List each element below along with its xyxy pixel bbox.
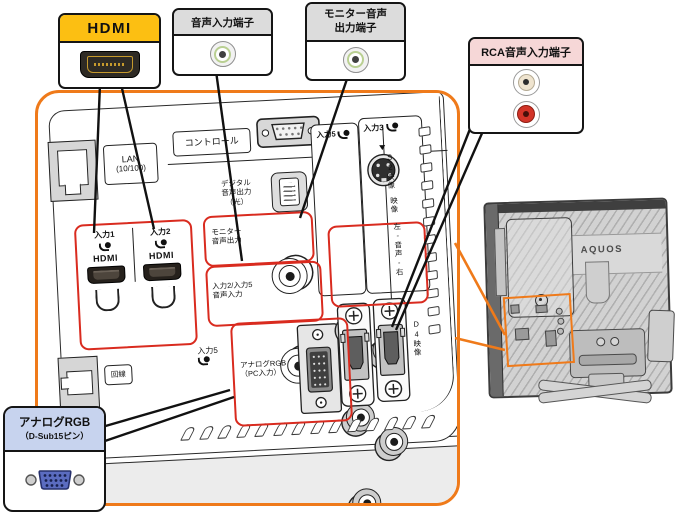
- minijack-icon: [209, 41, 236, 67]
- vga-connector-icon: [24, 470, 85, 490]
- vga-port-icon: [296, 323, 343, 415]
- callout-rca-audio-input: RCA音声入力端子: [468, 37, 584, 134]
- callout-analog-rgb: アナログRGB （D-Sub15ピン）: [3, 406, 106, 512]
- rca-callout-title: RCA音声入力端子: [470, 39, 582, 66]
- terminal-panel: LAN (10/100) コントロール デジタル 音声出力 （光）: [47, 93, 457, 503]
- rca-red-jack-icon: [512, 100, 540, 128]
- rear-panel-closeup: LAN (10/100) コントロール デジタル 音声出力 （光）: [35, 90, 460, 506]
- audio-input-callout-title: 音声入力端子: [174, 10, 271, 36]
- hdmi-callout-title: HDMI: [60, 15, 159, 43]
- hdmi-connector-icon: [79, 50, 140, 78]
- callout-monitor-audio-output: モニター音声 出力端子: [305, 2, 406, 81]
- minijack-icon: [342, 46, 369, 73]
- monitor-audio-callout-title: モニター音声 出力端子: [307, 4, 404, 42]
- d-terminal-port-icon: [372, 297, 411, 403]
- d-terminal-port-icon: [336, 302, 375, 407]
- rca-white-jack-icon: [512, 68, 540, 96]
- s-video-port-icon: [367, 153, 400, 187]
- callout-audio-input: 音声入力端子: [172, 8, 273, 76]
- analog-rgb-callout-title: アナログRGB （D-Sub15ピン）: [5, 408, 104, 452]
- callout-hdmi: HDMI: [58, 13, 161, 89]
